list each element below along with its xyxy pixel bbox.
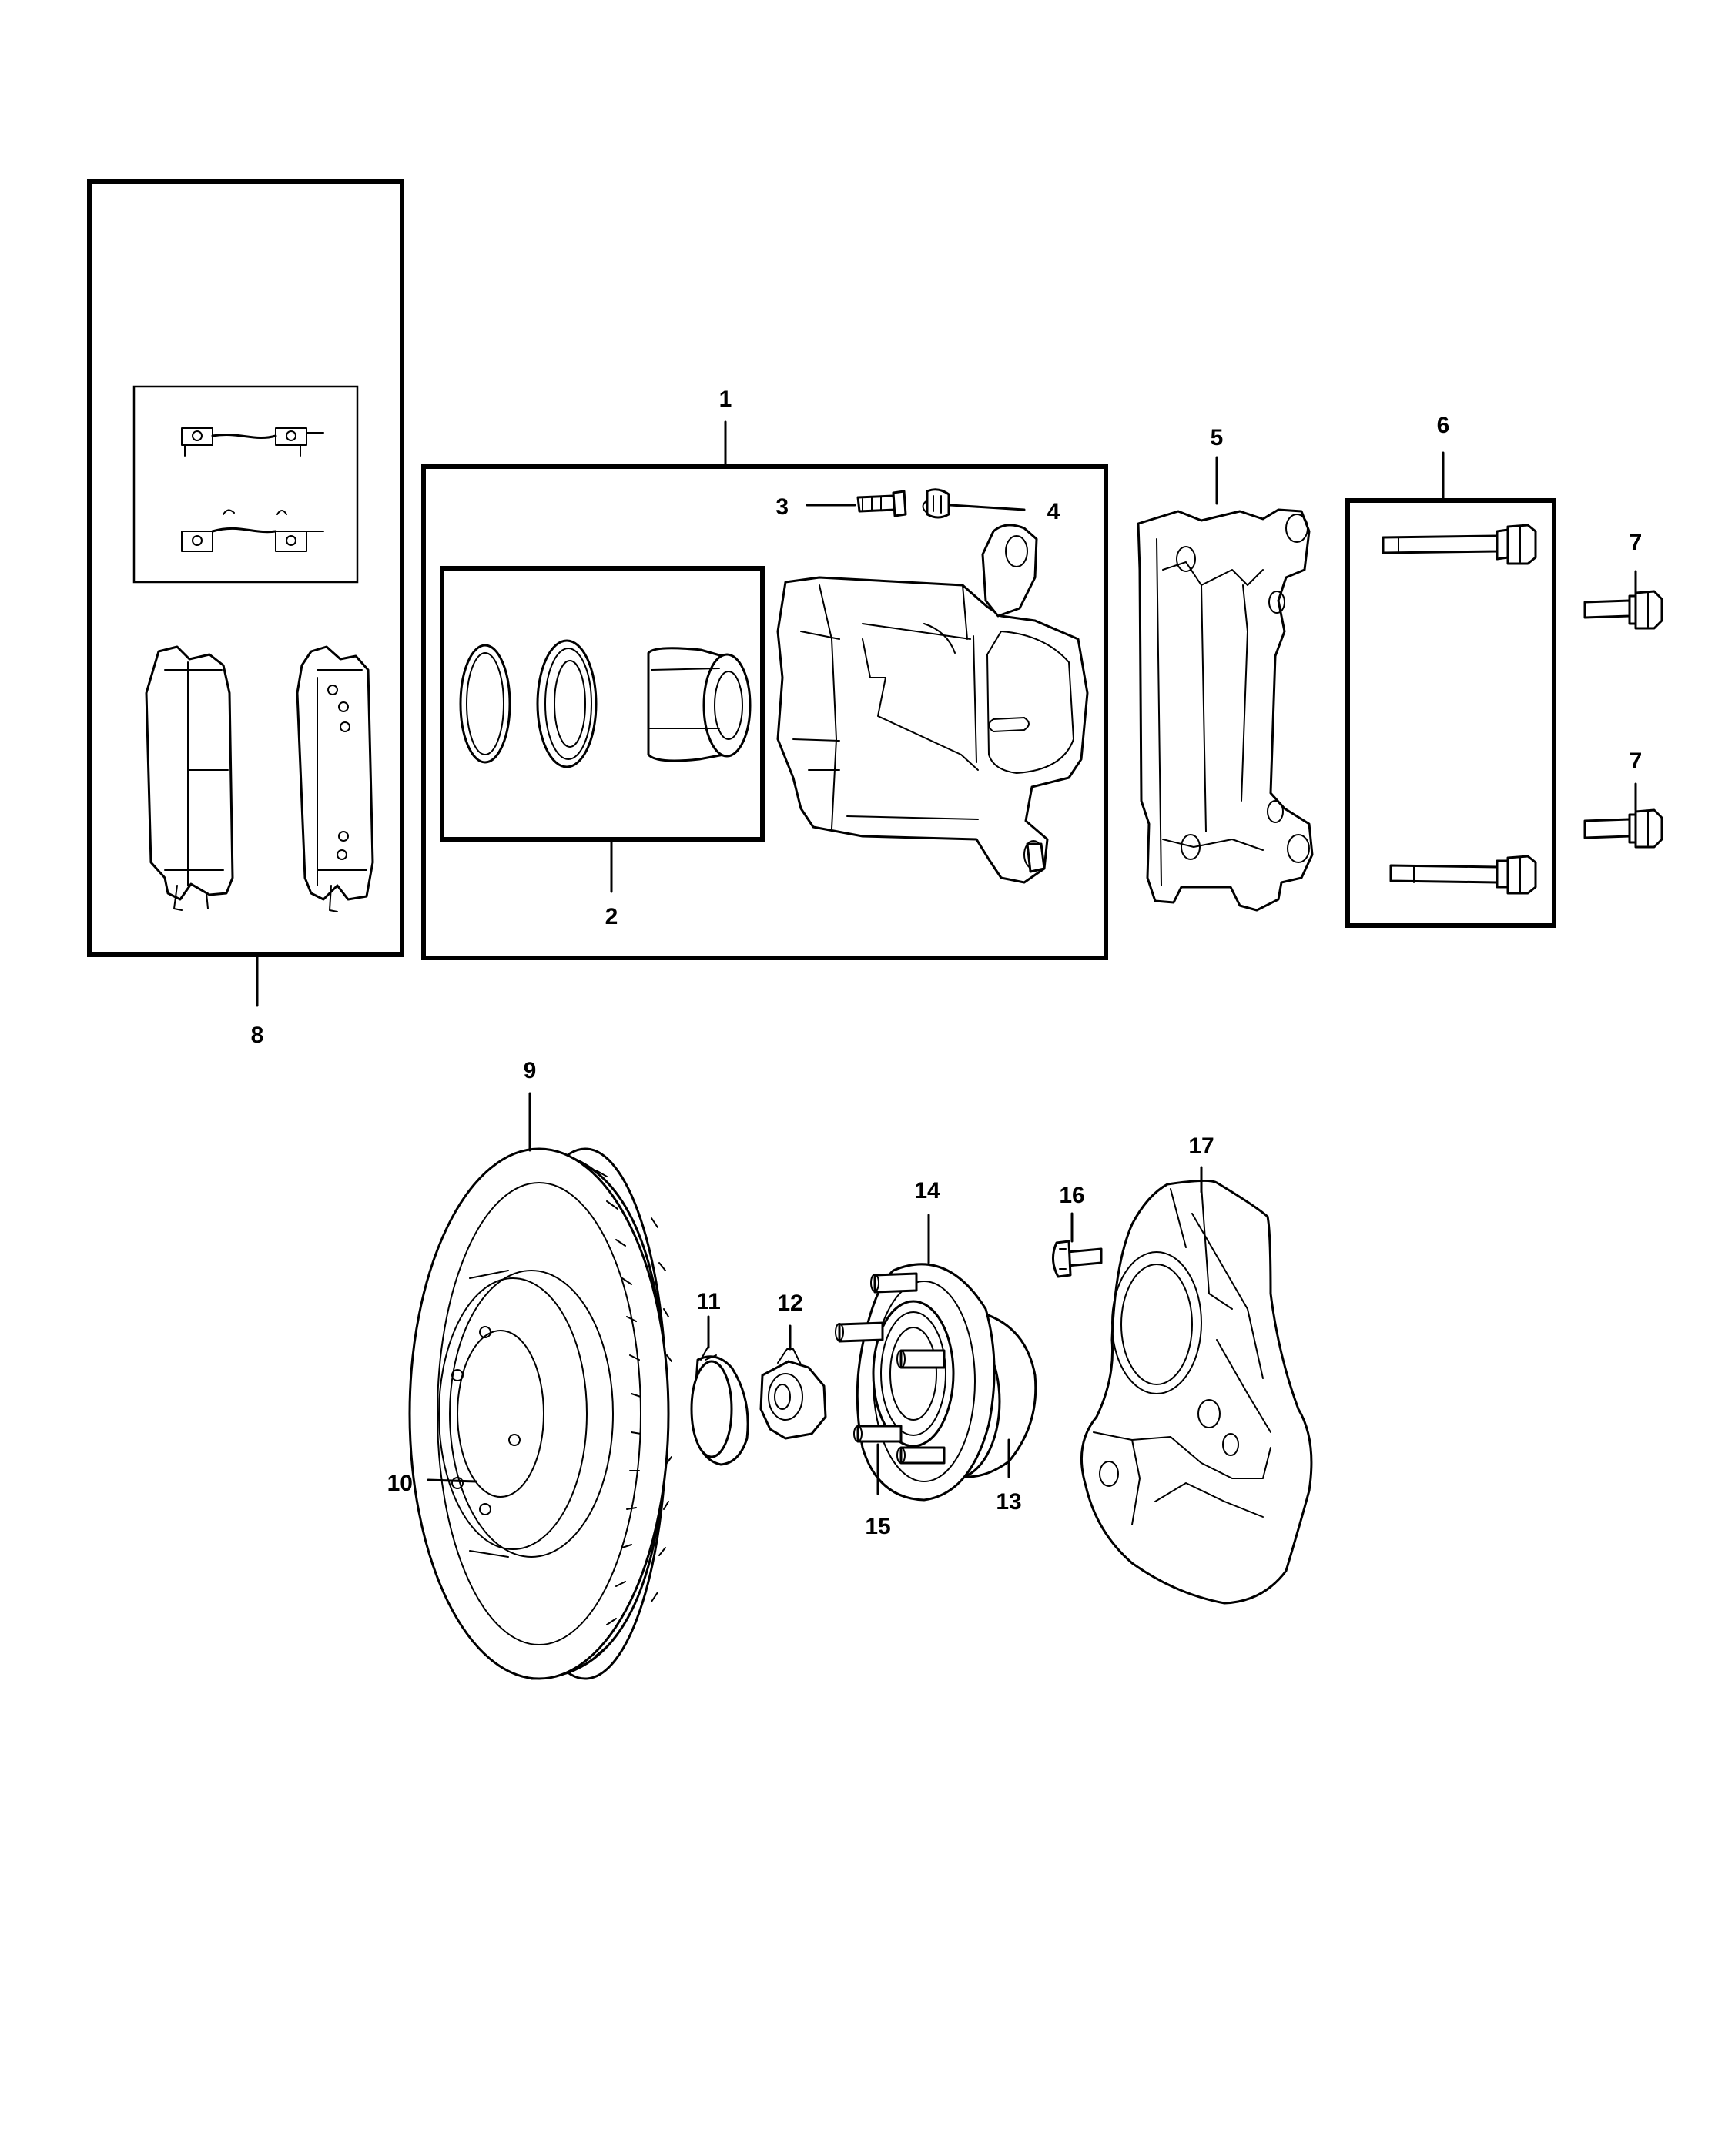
guide-pin-kit-group: 6 [1345,413,1556,928]
callout-6: 6 [1437,413,1450,438]
callout-15: 15 [865,1514,890,1539]
hub-nut [759,1348,827,1440]
hardware-kit-frame [132,385,359,584]
guide-pin-kit-frame [1345,498,1556,928]
seal-kit-frame [440,566,765,842]
callout-13: 13 [996,1489,1021,1515]
callout-14: 14 [914,1178,940,1204]
callout-7-upper: 7 [1630,530,1643,555]
callout-4: 4 [1047,499,1060,524]
brake-pad-left [145,645,234,911]
callout-3: 3 [775,494,789,520]
callout-12: 12 [777,1291,802,1316]
callout-2: 2 [605,904,618,929]
guide-pin-lower [1389,855,1537,895]
callout-1: 1 [719,387,732,412]
callout-16: 16 [1059,1183,1084,1208]
bracket-bolt-upper [1583,590,1663,630]
caliper-assembly-group: 1 2 3 4 [421,387,1108,960]
bleeder-cap [922,488,950,519]
brake-pad-right [296,645,374,912]
hub-bearing-assembly [835,1263,1037,1502]
piston-seal-kit [459,639,752,768]
leader-4 [949,504,1026,511]
clip-hardware [181,427,324,552]
shield-screw [1052,1240,1103,1278]
guide-pin-upper [1382,524,1537,565]
bracket-bolt-lower [1583,808,1663,849]
pad-kit-frame [87,179,404,957]
caliper-bracket [1137,508,1314,912]
callout-9: 9 [524,1058,537,1083]
callout-8: 8 [251,1023,264,1048]
brake-rotor [408,1147,672,1680]
callout-10: 10 [387,1471,413,1496]
dust-cap [690,1345,749,1466]
bleeder-screw [856,490,907,517]
callout-17: 17 [1188,1133,1214,1159]
callout-11: 11 [696,1289,721,1314]
leader-10 [427,1478,477,1483]
callout-7-lower: 7 [1630,748,1643,774]
callout-5: 5 [1211,425,1224,450]
caliper-body [776,524,1089,884]
caliper-assembly-frame [421,464,1108,960]
pad-kit-group: 8 [87,179,404,1048]
splash-shield [1080,1179,1313,1605]
